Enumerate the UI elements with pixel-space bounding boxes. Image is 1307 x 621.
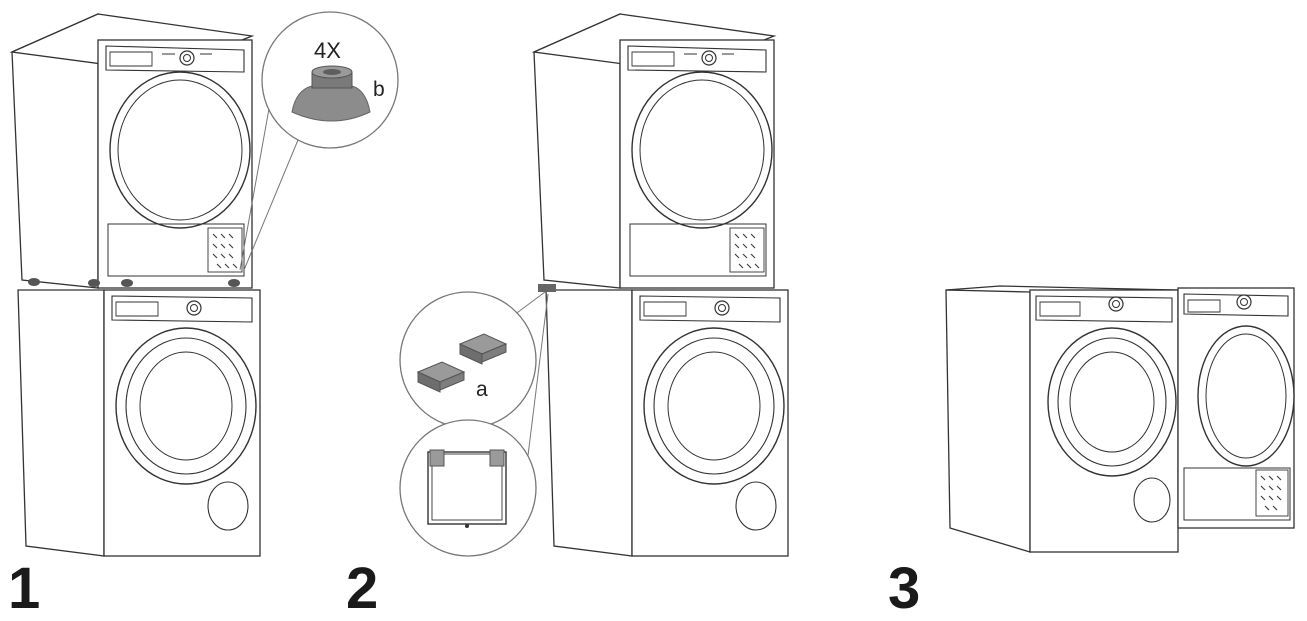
dryer-feet [28, 278, 240, 287]
step-number-2: 2 [346, 556, 379, 621]
dryer-appliance [1177, 287, 1295, 529]
quantity-label: 4X [314, 38, 341, 63]
step-number-1: 1 [8, 556, 41, 621]
part-a-label: a [476, 378, 488, 401]
clip-part [416, 361, 466, 393]
stacking-clip-callout: a [399, 291, 549, 557]
step-3-illustration [945, 285, 1295, 553]
part-b-label: b [373, 78, 385, 101]
washer-appliance [945, 285, 1179, 553]
clip-marker [538, 284, 556, 292]
suction-foot-callout: 4X b [239, 11, 399, 271]
clip-placement-detail [427, 449, 507, 528]
dryer-appliance [533, 13, 775, 289]
step-2-illustration: a [399, 13, 789, 557]
dryer-appliance [11, 13, 253, 289]
washer-appliance [17, 289, 261, 557]
clip-part [458, 333, 508, 365]
step-number-3: 3 [888, 556, 921, 621]
washer-appliance [545, 289, 789, 557]
step-1-illustration: 4X b [11, 11, 399, 557]
